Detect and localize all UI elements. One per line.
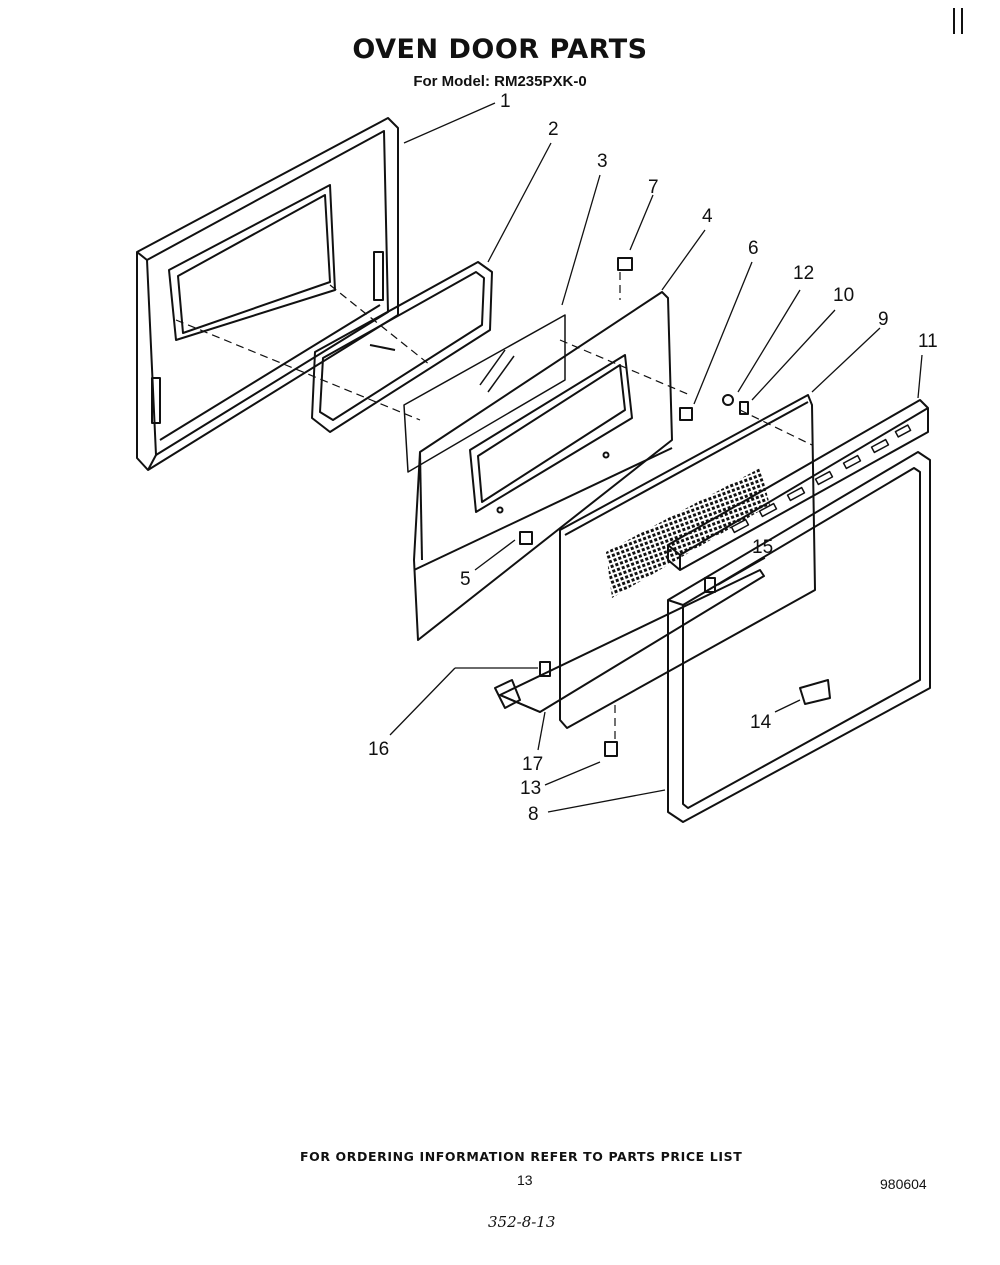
- part-10-clip: [739, 401, 749, 415]
- callout-5: 5: [460, 569, 471, 590]
- part-13-clip: [604, 741, 618, 757]
- leader-lines: [389, 102, 923, 813]
- callout-17: 17: [522, 754, 543, 775]
- part-17-bottom-rail: [499, 569, 765, 713]
- page-number: 13: [517, 1172, 533, 1188]
- part-4-door-liner: [413, 291, 673, 641]
- callout-1: 1: [500, 91, 511, 112]
- part-3-window-glass: [403, 314, 566, 473]
- callout-14: 14: [750, 712, 772, 733]
- callout-11: 11: [918, 331, 938, 352]
- part-14-latch: [799, 679, 831, 705]
- callout-12: 12: [793, 263, 814, 284]
- callout-3: 3: [597, 151, 608, 172]
- callout-4: 4: [702, 206, 713, 227]
- part-16-hinge-bracket: [494, 661, 551, 709]
- alignment-lines: [175, 272, 813, 740]
- callout-13: 13: [520, 778, 541, 799]
- handwritten-code: 352-8-13: [488, 1213, 556, 1231]
- part-2-window-gasket: [311, 261, 493, 433]
- ordering-info-note: FOR ORDERING INFORMATION REFER TO PARTS …: [300, 1149, 743, 1164]
- callout-15: 15: [752, 537, 773, 558]
- document-number: 980604: [880, 1176, 927, 1192]
- part-11-vent-trim: [667, 399, 929, 571]
- part-9-outer-glass: [559, 394, 816, 729]
- callout-7: 7: [648, 177, 659, 198]
- part-15-bracket: [704, 577, 716, 593]
- part-6-bracket: [679, 407, 693, 421]
- page-title: OVEN DOOR PARTS: [352, 34, 648, 65]
- corner-mark: [953, 8, 963, 34]
- part-1-inner-door-frame: [136, 117, 399, 471]
- part-7-clip: [617, 257, 633, 271]
- callout-16: 16: [368, 739, 389, 760]
- callout-10: 10: [833, 285, 854, 306]
- part-8-outer-door-frame: [667, 451, 931, 823]
- callout-2: 2: [548, 119, 559, 140]
- callout-6: 6: [748, 238, 759, 259]
- callout-8: 8: [528, 804, 539, 825]
- part-12-screw: [722, 394, 734, 406]
- model-subtitle: For Model: RM235PXK-0: [413, 73, 587, 90]
- part-5-clip: [519, 531, 533, 545]
- callout-9: 9: [878, 309, 889, 330]
